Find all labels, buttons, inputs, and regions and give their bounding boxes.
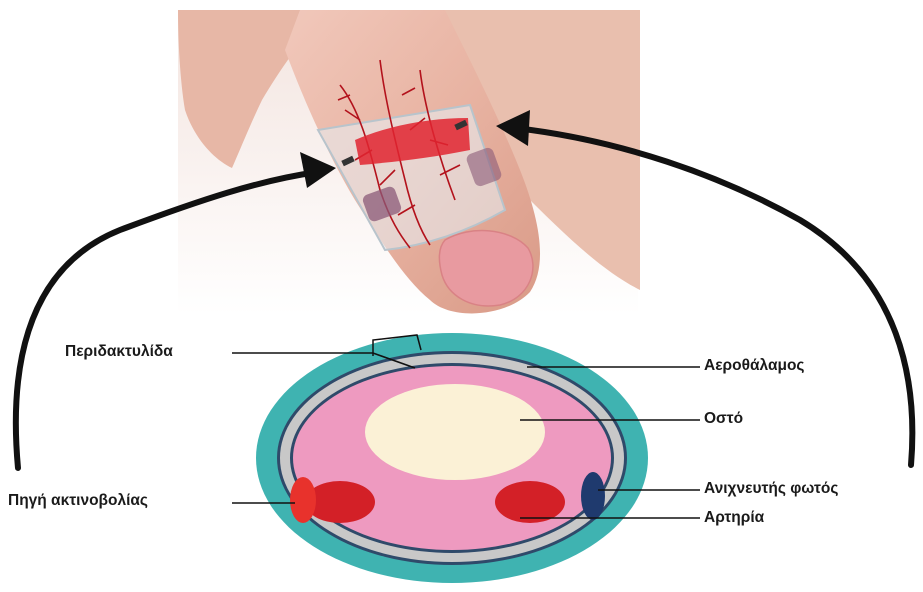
light-detector (581, 472, 605, 520)
label-cuff: Περιδακτυλίδα (65, 343, 173, 361)
label-bone: Οστό (704, 410, 743, 428)
label-radiation-source: Πηγή ακτινοβολίας (8, 492, 148, 510)
label-artery: Αρτηρία (704, 509, 764, 527)
label-light-detector: Ανιχνευτής φωτός (704, 480, 838, 498)
cross-section (256, 333, 648, 583)
label-air-chamber: Αεροθάλαμος (704, 357, 805, 375)
bone (365, 384, 545, 480)
artery-right (495, 481, 565, 523)
finger-photo (178, 10, 640, 315)
radiation-source (290, 477, 316, 523)
